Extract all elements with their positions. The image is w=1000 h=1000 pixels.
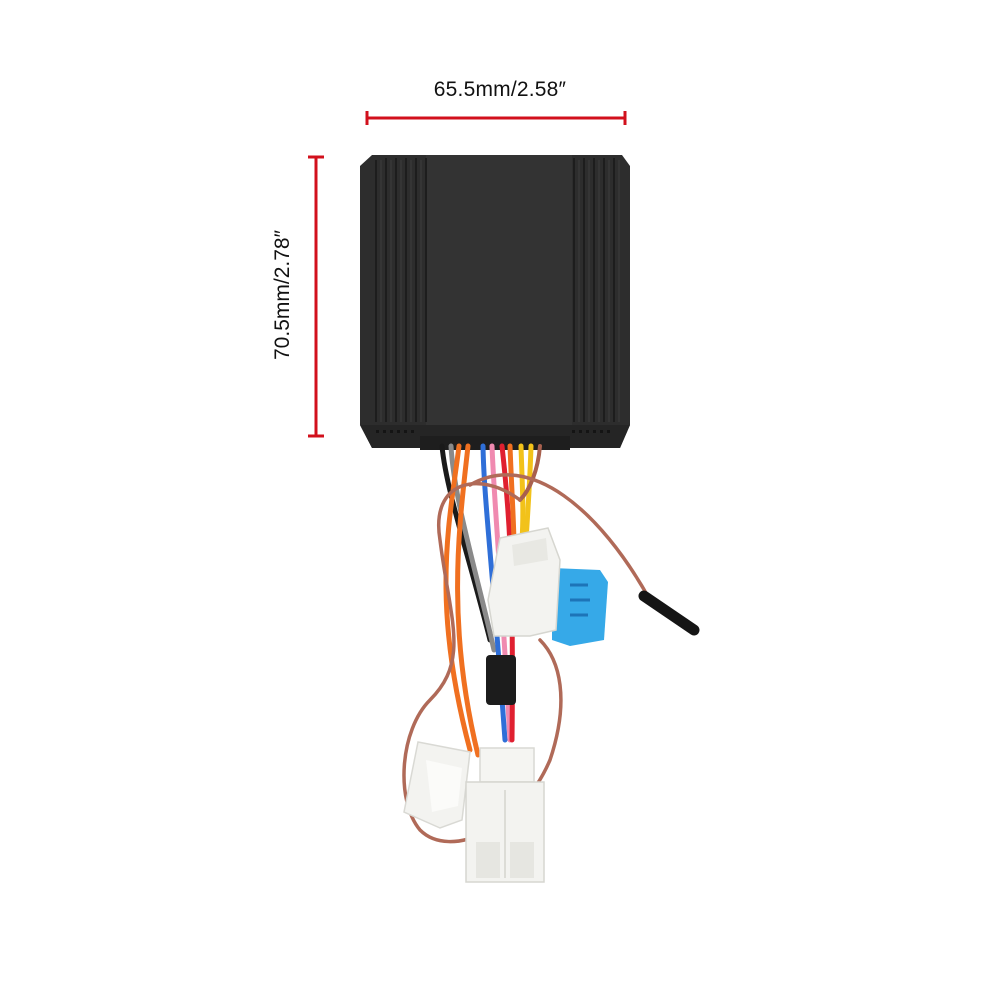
connector-large [465, 747, 545, 883]
width-dimension-label: 65.5mm/2.58″ [433, 78, 567, 101]
heat-shrink-sleeve [486, 655, 516, 705]
height-dimension-line [308, 155, 324, 438]
fuse-holder [487, 527, 608, 646]
wiring-harness [402, 443, 652, 844]
control-module-body [360, 155, 630, 450]
connector-small [403, 741, 471, 829]
temperature-probe-tip [638, 590, 700, 636]
width-dimension-line [365, 111, 627, 125]
